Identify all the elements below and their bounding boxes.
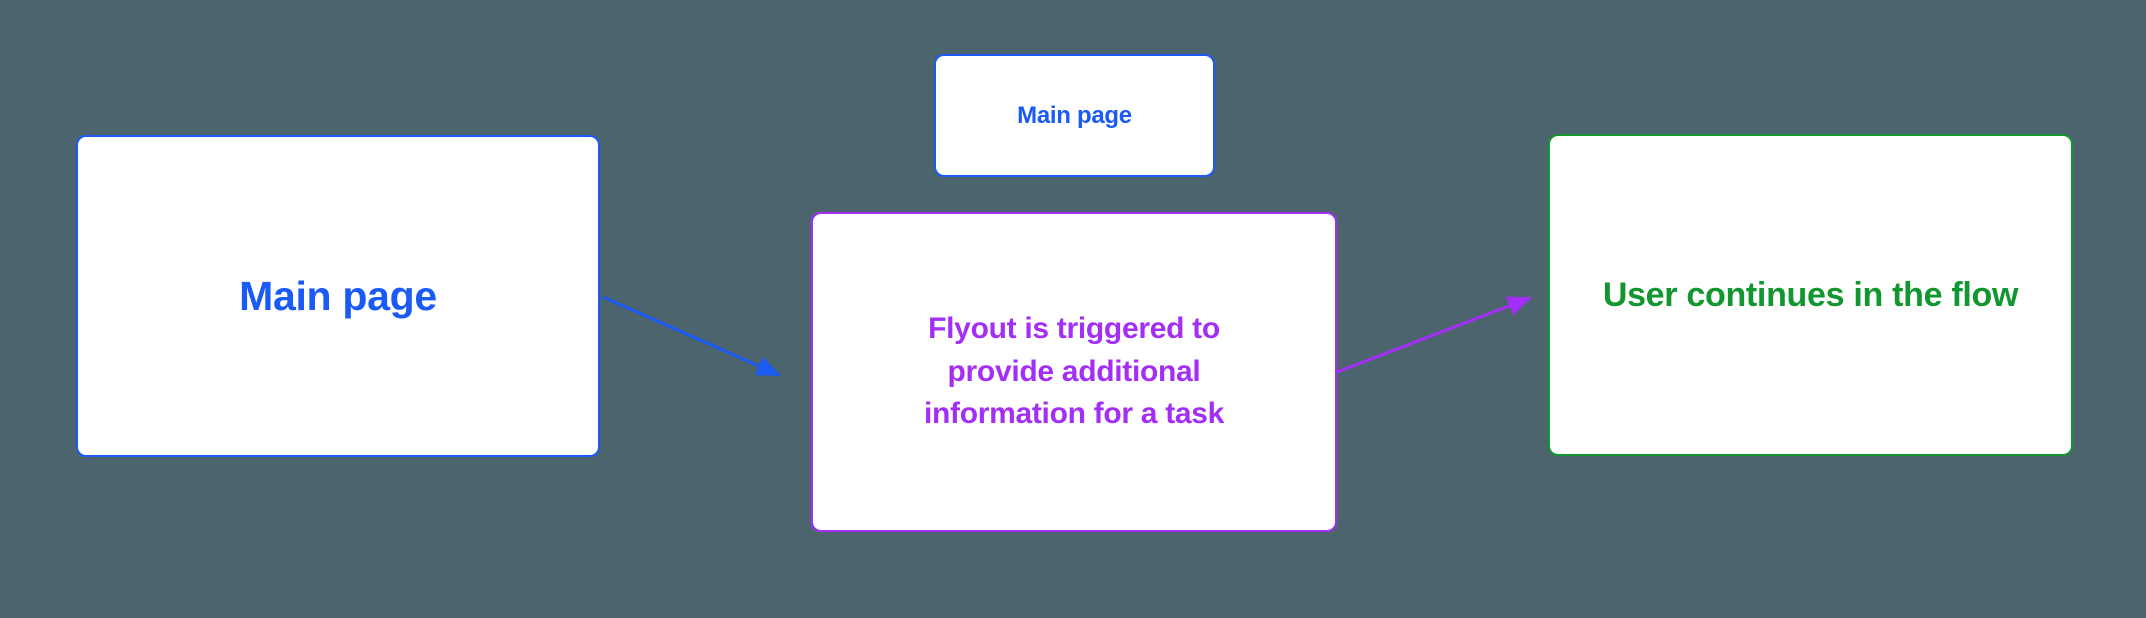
node-main-page-label: Main page <box>239 272 437 319</box>
node-main-page-small[interactable]: Main page <box>934 54 1215 177</box>
node-flyout[interactable]: Flyout is triggered to provide additiona… <box>811 212 1337 532</box>
connector-flyout-to-user-continues-line[interactable] <box>1336 296 1532 374</box>
node-user-continues-label: User continues in the flow <box>1602 275 2019 314</box>
connector-flyout-to-user-continues[interactable] <box>1336 296 1532 374</box>
node-flyout-label: Flyout is triggered to provide additiona… <box>923 312 1225 431</box>
connector-main-page-to-flyout[interactable] <box>602 295 781 377</box>
connector-main-page-to-flyout-line[interactable] <box>602 295 781 377</box>
node-main-page[interactable]: Main page <box>76 135 600 457</box>
node-user-continues[interactable]: User continues in the flow <box>1548 134 2073 456</box>
node-main-page-small-label: Main page <box>1017 101 1132 129</box>
